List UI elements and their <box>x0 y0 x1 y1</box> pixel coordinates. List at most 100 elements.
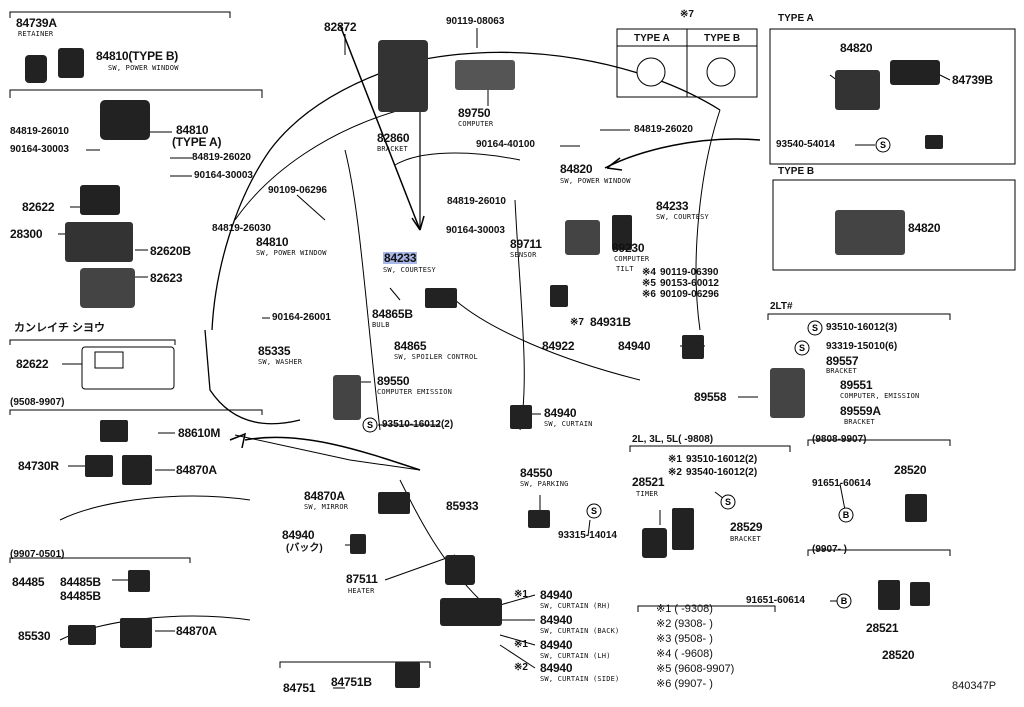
bracket-9808 <box>807 439 951 446</box>
label-85335: 85335 <box>258 344 291 358</box>
label-2lt: 2LT# <box>770 301 793 312</box>
label-85530: 85530 <box>18 629 51 643</box>
bracket-footnotes <box>637 605 776 612</box>
label-84870A-1: 84870A <box>176 463 217 477</box>
label-84810-a: 84810 <box>176 123 209 137</box>
label-84550: 84550 <box>520 466 553 480</box>
label-bracket-2: BRACKET <box>826 367 857 375</box>
label-84751B: 84751B <box>331 675 372 689</box>
symbol-s-text-6: S <box>725 497 731 507</box>
vehicle-roof <box>211 51 721 331</box>
label-28300: 28300 <box>10 227 43 241</box>
bracket-9508 <box>9 409 263 415</box>
symbol-b-2 <box>836 593 852 609</box>
label-curtain-back: SW, CURTAIN (BACK) <box>540 627 620 635</box>
label-range-2l: 2L, 3L, 5L( -9808) <box>632 434 714 445</box>
label-mark-7b: ※7 <box>570 317 584 328</box>
label-89550: 89550 <box>377 374 410 388</box>
label-84485: 84485 <box>12 575 45 589</box>
type-b-icon <box>706 57 736 87</box>
bracket-kanji <box>9 339 176 345</box>
label-mark-5: ※5 <box>642 278 656 289</box>
label-84940-e: 84940 <box>540 638 573 652</box>
label-mark-1b: ※1 <box>514 639 528 650</box>
label-82623: 82623 <box>150 271 183 285</box>
label-84819-26020-b: 84819-26020 <box>634 124 693 135</box>
label-range-9907: (9907-0501) <box>10 549 65 560</box>
label-84751: 84751 <box>283 681 316 695</box>
label-sw-power-window-2: SW, POWER WINDOW <box>256 249 327 257</box>
label-84233-highlighted[interactable]: 84233 <box>383 251 418 265</box>
label-type-b-header: TYPE B <box>778 166 815 177</box>
label-84485B-2: 84485B <box>60 589 101 603</box>
label-bracket-1: BRACKET <box>377 145 408 153</box>
label-heater: HEATER <box>348 587 375 595</box>
label-84810-type-b: 84810(TYPE B) <box>96 49 179 63</box>
label-computer-2: COMPUTER <box>614 255 650 263</box>
label-90164-30003-a: 90164-30003 <box>10 144 69 155</box>
label-91651-60614-b: 91651-60614 <box>746 595 805 606</box>
label-93510-16012-b: 93510-16012(3) <box>826 322 898 333</box>
type-a-icon <box>636 57 666 87</box>
label-spoiler: SW, SPOILER CONTROL <box>394 353 478 361</box>
label-93315-14014: 93315-14014 <box>558 530 617 541</box>
box-type-a <box>769 28 1016 165</box>
label-89559A: 89559A <box>840 404 881 418</box>
symbol-s-text-5: S <box>799 343 805 353</box>
label-mark-2a: ※2 <box>514 662 528 673</box>
label-88610M: 88610M <box>178 426 221 440</box>
label-84820-a: 84820 <box>560 162 593 176</box>
label-back: (バック) <box>286 543 323 554</box>
label-28529: 28529 <box>730 520 763 534</box>
label-28520-b: 28520 <box>882 648 915 662</box>
label-84940-a: 84940 <box>544 406 577 420</box>
bracket-2l <box>629 445 791 452</box>
label-sw-courtesy-2: SW, COURTESY <box>656 213 709 221</box>
label-type-a-col: TYPE A <box>634 33 670 44</box>
label-84810-c: 84810 <box>256 235 289 249</box>
label-84819-26020: 84819-26020 <box>192 152 251 163</box>
label-89750: 89750 <box>458 106 491 120</box>
label-93319-15010: 93319-15010(6) <box>826 341 898 352</box>
label-84865B: 84865B <box>372 307 413 321</box>
retainer-shape <box>25 55 47 83</box>
label-89711: 89711 <box>510 237 542 251</box>
label-89230: 89230 <box>612 241 645 255</box>
label-90164-26001: 90164-26001 <box>272 312 331 323</box>
label-90119-06390: 90119-06390 <box>660 267 719 278</box>
label-84819-26010-a: 84819-26010 <box>10 126 69 137</box>
label-bracket-4: BRACKET <box>730 535 761 543</box>
bracket-retainer <box>9 11 231 18</box>
label-93540-54014: 93540-54014 <box>776 139 835 150</box>
symbol-s-3 <box>875 137 891 153</box>
bracket-2lt <box>767 313 951 320</box>
symbol-s-text-3: S <box>880 140 886 150</box>
symbol-b-text-2: B <box>841 596 848 606</box>
label-range-9907b: (9907- ) <box>812 544 848 555</box>
symbol-s-6 <box>720 494 736 510</box>
label-82860: 82860 <box>377 131 410 145</box>
component-82622 <box>81 346 175 390</box>
label-retainer: RETAINER <box>18 30 54 38</box>
bracket-84751 <box>279 661 431 668</box>
label-82622-b: 82622 <box>16 357 49 371</box>
label-28520-a: 28520 <box>894 463 927 477</box>
label-82622-a: 82622 <box>22 200 55 214</box>
label-type-a-1: (TYPE A) <box>172 135 222 149</box>
symbol-s-text-1: S <box>367 420 373 430</box>
label-sw-curtain-1: SW, CURTAIN <box>544 420 593 428</box>
label-89551: 89551 <box>840 378 873 392</box>
label-84931B: 84931B <box>590 315 631 329</box>
label-sensor: SENSOR <box>510 251 537 259</box>
symbol-s-text-2: S <box>591 506 597 516</box>
label-84485B-1: 84485B <box>60 575 101 589</box>
label-87511: 87511 <box>346 572 378 586</box>
bracket-9907b <box>807 549 951 556</box>
label-mark-7a: ※7 <box>680 9 694 20</box>
diagram-code: 840347P <box>952 680 997 692</box>
label-timer: TIMER <box>636 490 659 498</box>
label-84820-b: 84820 <box>840 41 873 55</box>
label-82620B: 82620B <box>150 244 191 258</box>
